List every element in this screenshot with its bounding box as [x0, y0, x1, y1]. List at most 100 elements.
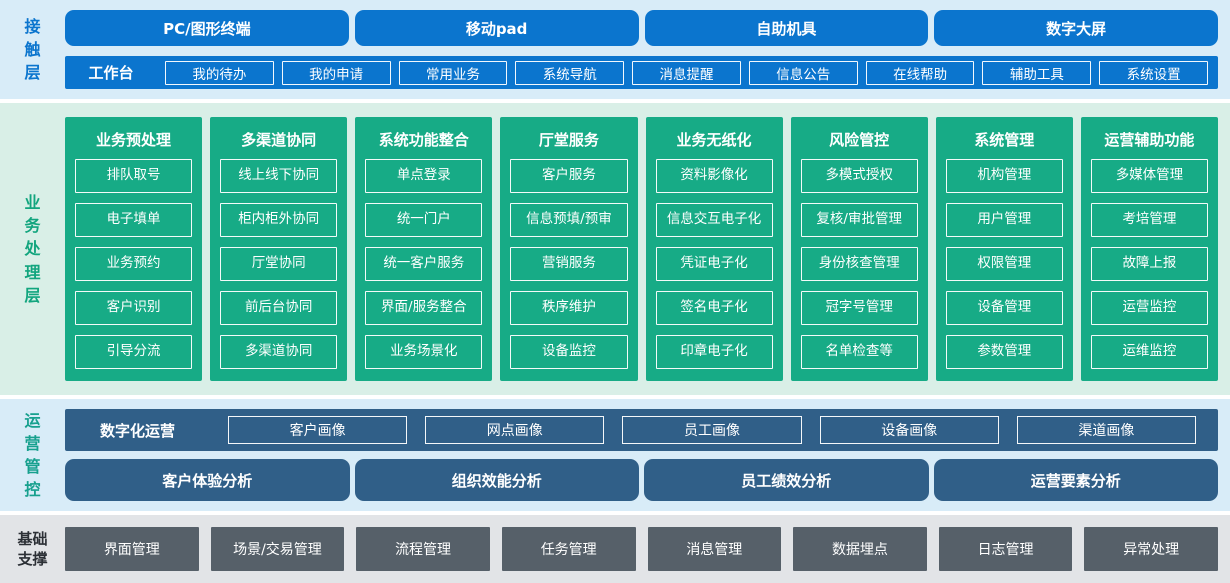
business-item: 设备管理 — [945, 291, 1063, 325]
business-column-system-management: 系统管理 机构管理 用户管理 权限管理 设备管理 参数管理 — [935, 117, 1073, 381]
foundation-item-interface-management: 界面管理 — [65, 527, 199, 571]
workbench-item-system-settings: 系统设置 — [1099, 60, 1209, 85]
operations-layer-content: 数字化运营 客户画像 网点画像 员工画像 设备画像 渠道画像 客户体验分析 组织… — [65, 399, 1230, 511]
foundation-item-process-management: 流程管理 — [356, 527, 490, 571]
contact-layer-label: 接触层 — [24, 16, 41, 83]
workbench-item-information-notice: 信息公告 — [748, 60, 858, 85]
business-item: 营销服务 — [510, 247, 628, 281]
business-item: 用户管理 — [945, 203, 1063, 237]
section-divider — [0, 99, 1230, 103]
business-item: 线上线下协同 — [220, 159, 338, 193]
section-divider — [0, 395, 1230, 399]
workbench-item-system-navigation: 系统导航 — [515, 60, 625, 85]
business-item: 参数管理 — [945, 335, 1063, 369]
business-layer-content: 业务预处理 排队取号 电子填单 业务预约 客户识别 引导分流 多渠道协同 线上线… — [65, 103, 1230, 395]
business-item: 电子填单 — [75, 203, 193, 237]
channel-self-service: 自助机具 — [644, 10, 929, 46]
foundation-layer-label: 基础支撑 — [17, 529, 48, 568]
business-item: 业务场景化 — [365, 335, 483, 369]
business-item: 信息预填/预审 — [510, 203, 628, 237]
foundation-item-task-management: 任务管理 — [501, 527, 636, 571]
business-column-lobby-service: 厅堂服务 客户服务 信息预填/预审 营销服务 秩序维护 设备监控 — [500, 117, 638, 381]
business-item: 名单检查等 — [800, 335, 918, 369]
business-column-preprocessing: 业务预处理 排队取号 电子填单 业务预约 客户识别 引导分流 — [65, 117, 203, 381]
business-item: 秩序维护 — [510, 291, 628, 325]
digital-operations-bar: 数字化运营 客户画像 网点画像 员工画像 设备画像 渠道画像 — [65, 409, 1218, 451]
column-title: 业务预处理 — [96, 130, 172, 149]
business-item: 印章电子化 — [655, 335, 773, 369]
business-item: 设备监控 — [510, 335, 628, 369]
business-item: 复核/审批管理 — [800, 203, 918, 237]
analysis-organizational-efficiency: 组织效能分析 — [354, 459, 639, 501]
business-item: 凭证电子化 — [655, 247, 773, 281]
contact-layer-content: PC/图形终端 移动pad 自助机具 数字大屏 工作台 我的待办 我的申请 常用… — [65, 0, 1230, 99]
digital-operations-label: 数字化运营 — [99, 421, 175, 440]
workbench-item-common-business: 常用业务 — [398, 60, 508, 85]
business-item: 单点登录 — [365, 159, 483, 193]
business-item: 多媒体管理 — [1090, 159, 1208, 193]
channel-row: PC/图形终端 移动pad 自助机具 数字大屏 — [65, 10, 1218, 46]
foundation-row: 界面管理 场景/交易管理 流程管理 任务管理 消息管理 数据埋点 日志管理 异常… — [65, 527, 1218, 571]
column-title: 运营辅助功能 — [1104, 130, 1195, 149]
business-column-paperless: 业务无纸化 资料影像化 信息交互电子化 凭证电子化 签名电子化 印章电子化 — [645, 117, 783, 381]
business-layer-label: 业务处理层 — [24, 193, 41, 305]
business-item: 身份核查管理 — [800, 247, 918, 281]
foundation-layer-content: 界面管理 场景/交易管理 流程管理 任务管理 消息管理 数据埋点 日志管理 异常… — [65, 515, 1230, 583]
portrait-branch: 网点画像 — [425, 416, 605, 444]
column-title: 多渠道协同 — [241, 130, 317, 149]
workbench-item-message-reminder: 消息提醒 — [632, 60, 741, 85]
business-item: 统一客户服务 — [365, 247, 483, 281]
section-foundation-layer: 基础支撑 界面管理 场景/交易管理 流程管理 任务管理 消息管理 数据埋点 日志… — [0, 515, 1230, 583]
workbench-item-my-applications: 我的申请 — [281, 60, 391, 85]
column-title: 业务无纸化 — [676, 130, 752, 149]
business-item: 前后台协同 — [220, 291, 338, 325]
business-item: 权限管理 — [945, 247, 1063, 281]
business-item: 统一门户 — [365, 203, 483, 237]
section-business-layer: 业务处理层 业务预处理 排队取号 电子填单 业务预约 客户识别 引导分流 多渠道… — [0, 103, 1230, 395]
analysis-customer-experience: 客户体验分析 — [65, 459, 350, 501]
business-item: 资料影像化 — [655, 159, 773, 193]
column-title: 厅堂服务 — [538, 130, 599, 149]
foundation-item-data-tracking: 数据埋点 — [793, 527, 927, 571]
business-item: 柜内柜外协同 — [220, 203, 338, 237]
business-item: 排队取号 — [75, 159, 193, 193]
portrait-customer: 客户画像 — [228, 416, 408, 444]
business-item: 冠字号管理 — [800, 291, 918, 325]
workbench-bar: 工作台 我的待办 我的申请 常用业务 系统导航 消息提醒 信息公告 在线帮助 辅… — [65, 56, 1218, 89]
foundation-item-log-management: 日志管理 — [938, 527, 1073, 571]
operations-layer-label: 运营管控 — [24, 410, 41, 500]
contact-layer-label-column: 接触层 — [0, 0, 65, 99]
business-item: 厅堂协同 — [220, 247, 338, 281]
business-item: 签名电子化 — [655, 291, 773, 325]
foundation-layer-label-column: 基础支撑 — [0, 515, 65, 583]
business-column-risk-control: 风险管控 多模式授权 复核/审批管理 身份核查管理 冠字号管理 名单检查等 — [790, 117, 928, 381]
channel-pc-terminal: PC/图形终端 — [65, 10, 349, 46]
analysis-operation-elements: 运营要素分析 — [933, 459, 1218, 501]
business-column-system-integration: 系统功能整合 单点登录 统一门户 统一客户服务 界面/服务整合 业务场景化 — [355, 117, 493, 381]
business-item: 故障上报 — [1090, 247, 1208, 281]
portrait-channel: 渠道画像 — [1016, 416, 1197, 444]
foundation-item-message-management: 消息管理 — [647, 527, 782, 571]
section-divider — [0, 511, 1230, 515]
column-title: 系统管理 — [974, 130, 1035, 149]
portrait-employee: 员工画像 — [622, 416, 802, 444]
business-item: 多渠道协同 — [220, 335, 338, 369]
business-item: 客户服务 — [510, 159, 628, 193]
business-item: 机构管理 — [945, 159, 1063, 193]
business-column-multichannel: 多渠道协同 线上线下协同 柜内柜外协同 厅堂协同 前后台协同 多渠道协同 — [210, 117, 348, 381]
channel-digital-screen: 数字大屏 — [934, 10, 1218, 46]
business-item: 信息交互电子化 — [655, 203, 773, 237]
business-item: 业务预约 — [75, 247, 193, 281]
analysis-employee-performance: 员工绩效分析 — [644, 459, 929, 501]
business-columns-row: 业务预处理 排队取号 电子填单 业务预约 客户识别 引导分流 多渠道协同 线上线… — [65, 117, 1218, 381]
business-item: 引导分流 — [75, 335, 193, 369]
business-item: 考培管理 — [1090, 203, 1208, 237]
workbench-label: 工作台 — [88, 64, 134, 82]
portrait-device: 设备画像 — [819, 416, 999, 444]
business-item: 运维监控 — [1090, 335, 1208, 369]
workbench-item-my-todo: 我的待办 — [165, 60, 274, 85]
foundation-item-scene-transaction-management: 场景/交易管理 — [210, 527, 345, 571]
operations-layer-label-column: 运营管控 — [0, 399, 65, 511]
section-operations-layer: 运营管控 数字化运营 客户画像 网点画像 员工画像 设备画像 渠道画像 客户体验… — [0, 399, 1230, 511]
